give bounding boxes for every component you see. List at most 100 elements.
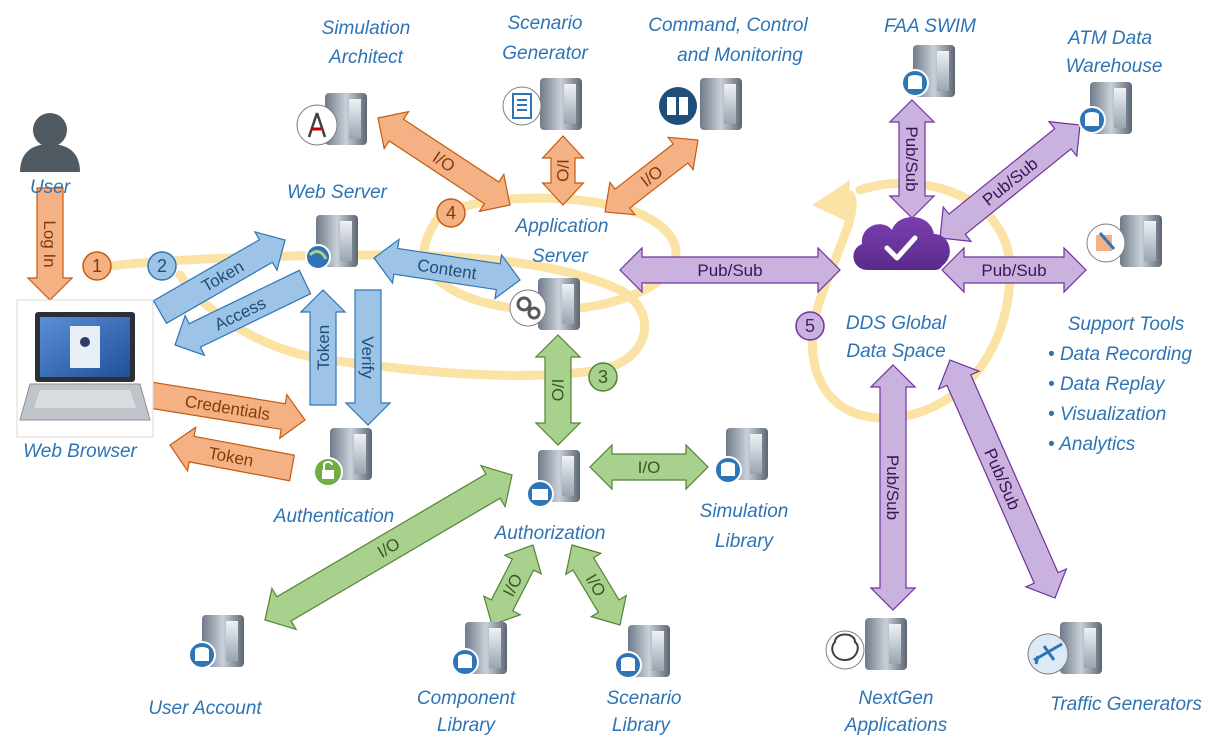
support-item: Data Recording — [1048, 340, 1192, 370]
label-simulation-library-1: Simulation — [699, 501, 789, 522]
user-icon — [20, 113, 80, 172]
label-support-tools: Support Tools — [1067, 314, 1185, 335]
step-badge-4: 4 — [436, 198, 466, 228]
arrow-io-useraccount-shape — [264, 464, 513, 631]
label-authentication: Authentication — [273, 506, 395, 527]
support-item: Data Replay — [1048, 370, 1192, 400]
support-item: Visualization — [1048, 400, 1192, 430]
label-atm-1: ATM Data — [1067, 28, 1153, 49]
scenario-generator-server-icon — [502, 78, 582, 130]
arrow-token-up-label: Token — [314, 325, 333, 370]
label-atm-2: Warehouse — [1065, 56, 1163, 77]
label-dds-2: Data Space — [846, 341, 946, 362]
label-simulation-library-2: Library — [714, 531, 774, 552]
step-4-text: 4 — [446, 203, 456, 223]
support-tools-server-icon — [1086, 215, 1162, 267]
arrow-pubsub-nextgen-shape — [869, 364, 917, 611]
label-ccm-2: and Monitoring — [677, 45, 803, 66]
arrow-pubsub-atm: Pub/Sub — [939, 120, 1081, 243]
arrow-pubsub-app: Pub/Sub — [619, 246, 841, 294]
arrow-io-architect-shape — [377, 110, 511, 213]
arrow-io-component: I/O — [482, 544, 543, 626]
faa-swim-server-icon — [901, 45, 955, 97]
arrow-pubsub-faa: Pub/Sub — [888, 99, 936, 219]
step-2-text: 2 — [157, 256, 167, 276]
label-traffic-generators: Traffic Generators — [1050, 694, 1202, 715]
label-dds-1: DDS Global — [845, 313, 947, 334]
label-scenario-generator-1: Scenario — [507, 13, 583, 34]
arrow-pubsub-nextgen: Pub/Sub — [869, 364, 917, 611]
arrow-content: Content — [373, 238, 521, 300]
arrow-token-up-shape — [299, 289, 347, 406]
arrow-log-in-shape — [26, 187, 74, 301]
step-badge-3: 3 — [588, 362, 618, 392]
loop-dds-arrowhead — [812, 180, 850, 222]
label-component-library-2: Library — [436, 715, 496, 736]
arrow-credentials-shape — [147, 381, 306, 440]
step-badges: 1 2 3 4 5 — [82, 198, 825, 392]
component-library-server-icon — [451, 622, 507, 676]
label-user-account: User Account — [148, 698, 262, 719]
label-application-server-1: Application — [515, 216, 609, 237]
atm-data-warehouse-server-icon — [1078, 82, 1132, 134]
arrow-token-up: Token — [299, 289, 347, 406]
arrow-pubsub-traffic-shape — [937, 359, 1068, 599]
arrow-content-shape — [373, 238, 521, 300]
arrow-io-scenario: I/O — [541, 135, 585, 206]
simulation-architect-server-icon — [296, 93, 367, 146]
arrow-io-simlib: I/O — [589, 443, 709, 491]
step-badge-2: 2 — [147, 251, 177, 281]
arrow-io-simlib-label: I/O — [638, 458, 661, 477]
arrow-pubsub-support-shape — [941, 246, 1087, 294]
arrow-log-in: Log In — [26, 187, 74, 301]
arrow-token-back-shape — [169, 426, 296, 482]
arrow-verify: Verify — [344, 289, 392, 426]
label-simulation-architect-1: Simulation — [321, 18, 411, 39]
label-scenario-generator-2: Generator — [502, 43, 588, 64]
support-tools-list: Data Recording Data Replay Visualization… — [1048, 340, 1192, 460]
label-nextgen-2: Applications — [844, 715, 948, 736]
arrow-io-ccm-shape — [604, 136, 699, 216]
arrow-pubsub-app-shape — [619, 246, 841, 294]
nextgen-server-icon — [825, 618, 907, 670]
label-faa-swim: FAA SWIM — [884, 16, 976, 37]
ccm-server-icon — [659, 78, 742, 130]
arrow-token-to-web-shape — [152, 230, 286, 325]
label-web-server: Web Server — [287, 182, 387, 203]
authentication-server-icon — [313, 428, 372, 487]
arrow-credentials: Credentials — [147, 381, 306, 440]
arrow-io-scenario-label: I/O — [553, 159, 572, 182]
label-web-browser: Web Browser — [23, 441, 137, 462]
arrow-log-in-label: Log In — [40, 220, 59, 267]
arrow-io-auth-label: I/O — [548, 379, 567, 402]
label-scenario-library-2: Library — [611, 715, 671, 736]
label-simulation-architect-2: Architect — [329, 47, 403, 68]
scenario-library-server-icon — [614, 625, 670, 679]
label-scenario-library-1: Scenario — [606, 688, 682, 709]
label-component-library-1: Component — [416, 688, 516, 709]
arrow-pubsub-support-label: Pub/Sub — [981, 261, 1046, 280]
arrow-io-scenariolib-shape — [564, 544, 628, 626]
arrow-verify-label: Verify — [358, 336, 377, 379]
arrow-io-auth: I/O — [534, 334, 582, 446]
arrow-token-back: Token — [169, 426, 296, 482]
arrow-pubsub-faa-label: Pub/Sub — [902, 126, 921, 191]
label-application-server-2: Server — [532, 246, 588, 267]
authorization-server-icon — [526, 450, 580, 508]
arrow-pubsub-support: Pub/Sub — [941, 246, 1087, 294]
label-user: User — [29, 177, 71, 198]
arrow-pubsub-app-label: Pub/Sub — [697, 261, 762, 280]
user-account-server-icon — [188, 615, 244, 669]
step-3-text: 3 — [598, 367, 608, 387]
simulation-library-server-icon — [714, 428, 768, 484]
arrow-io-scenariolib: I/O — [564, 544, 628, 626]
arrow-access-shape — [174, 269, 312, 357]
traffic-generators-server-icon — [1027, 622, 1102, 675]
step-badge-5: 5 — [795, 311, 825, 341]
application-server-icon — [509, 278, 580, 330]
arrow-io-ccm: I/O — [604, 136, 699, 216]
laptop-icon — [16, 299, 154, 438]
step-1-text: 1 — [92, 256, 102, 276]
